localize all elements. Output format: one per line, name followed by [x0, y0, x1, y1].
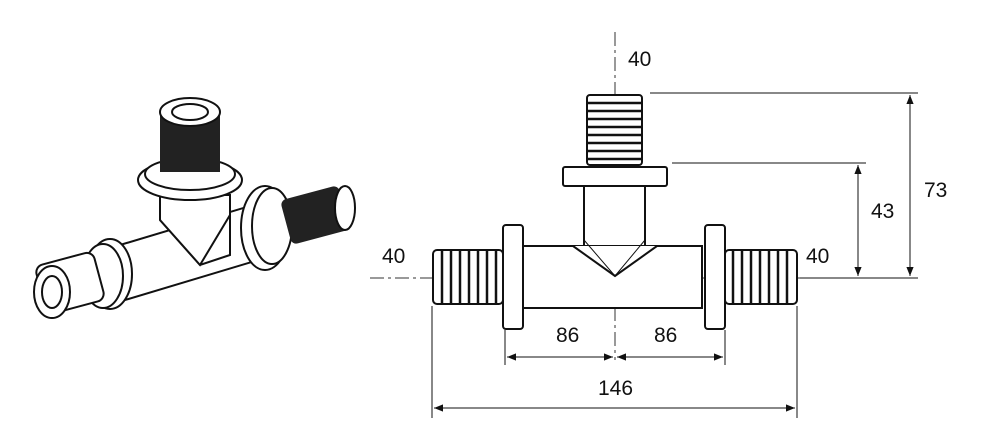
dimension-lines [431, 92, 918, 418]
dim-flange-height: 43 [871, 200, 894, 223]
dim-right-outlet: 40 [806, 245, 829, 268]
front-view [370, 32, 920, 360]
dim-right-half-length: 86 [654, 324, 677, 347]
dim-total-length: 146 [598, 377, 633, 400]
dim-total-height: 73 [924, 179, 947, 202]
dim-left-half-length: 86 [556, 324, 579, 347]
isometric-view [33, 97, 356, 319]
dim-top-outlet: 40 [628, 48, 651, 71]
dim-left-outlet: 40 [382, 245, 405, 268]
